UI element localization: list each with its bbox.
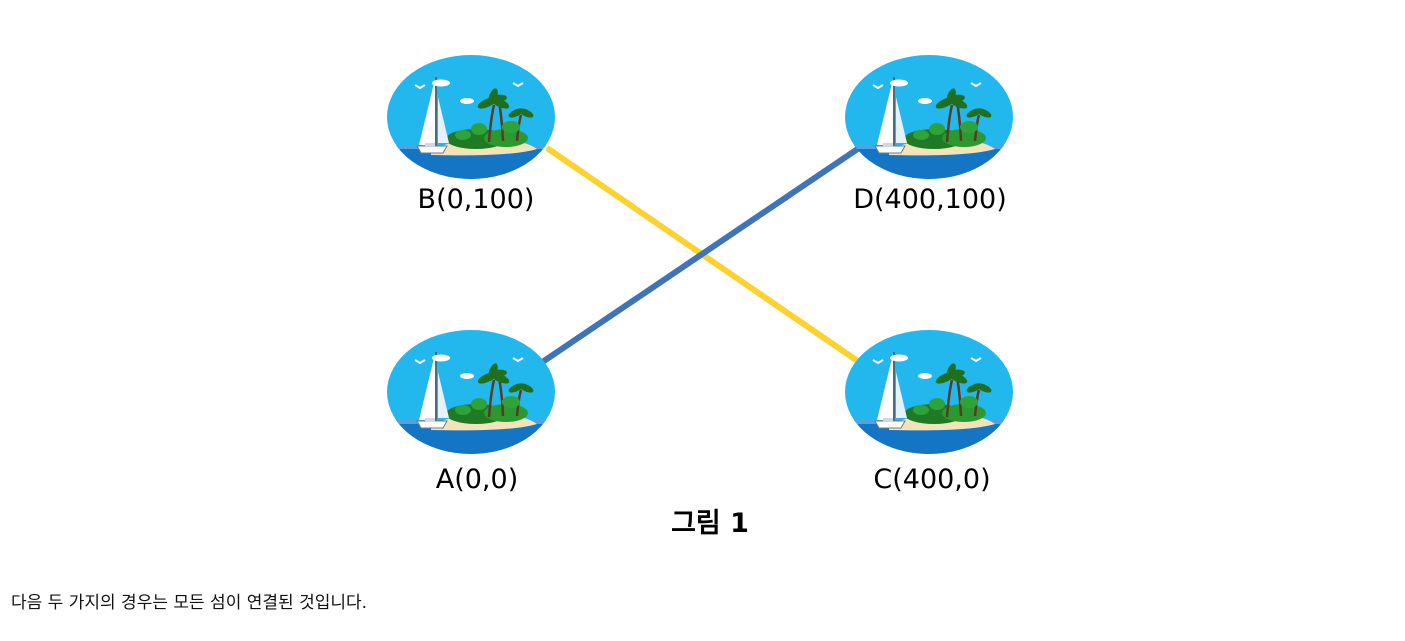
island-c-icon bbox=[839, 322, 1019, 470]
node-label-a: A(0,0) bbox=[436, 464, 518, 495]
description-text: 다음 두 가지의 경우는 모든 섬이 연결된 것입니다. bbox=[11, 588, 367, 613]
island-d-icon bbox=[839, 47, 1019, 195]
node-label-c: C(400,0) bbox=[873, 464, 990, 495]
island-a-icon bbox=[381, 322, 561, 470]
node-label-d: D(400,100) bbox=[853, 184, 1007, 215]
island-b-icon bbox=[381, 47, 561, 195]
node-label-b: B(0,100) bbox=[418, 184, 535, 215]
island-diagram: B(0,100) D(400,100) A(0,0) C(400,0) 그림 1 bbox=[0, 0, 1405, 560]
figure-caption: 그림 1 bbox=[671, 508, 749, 539]
